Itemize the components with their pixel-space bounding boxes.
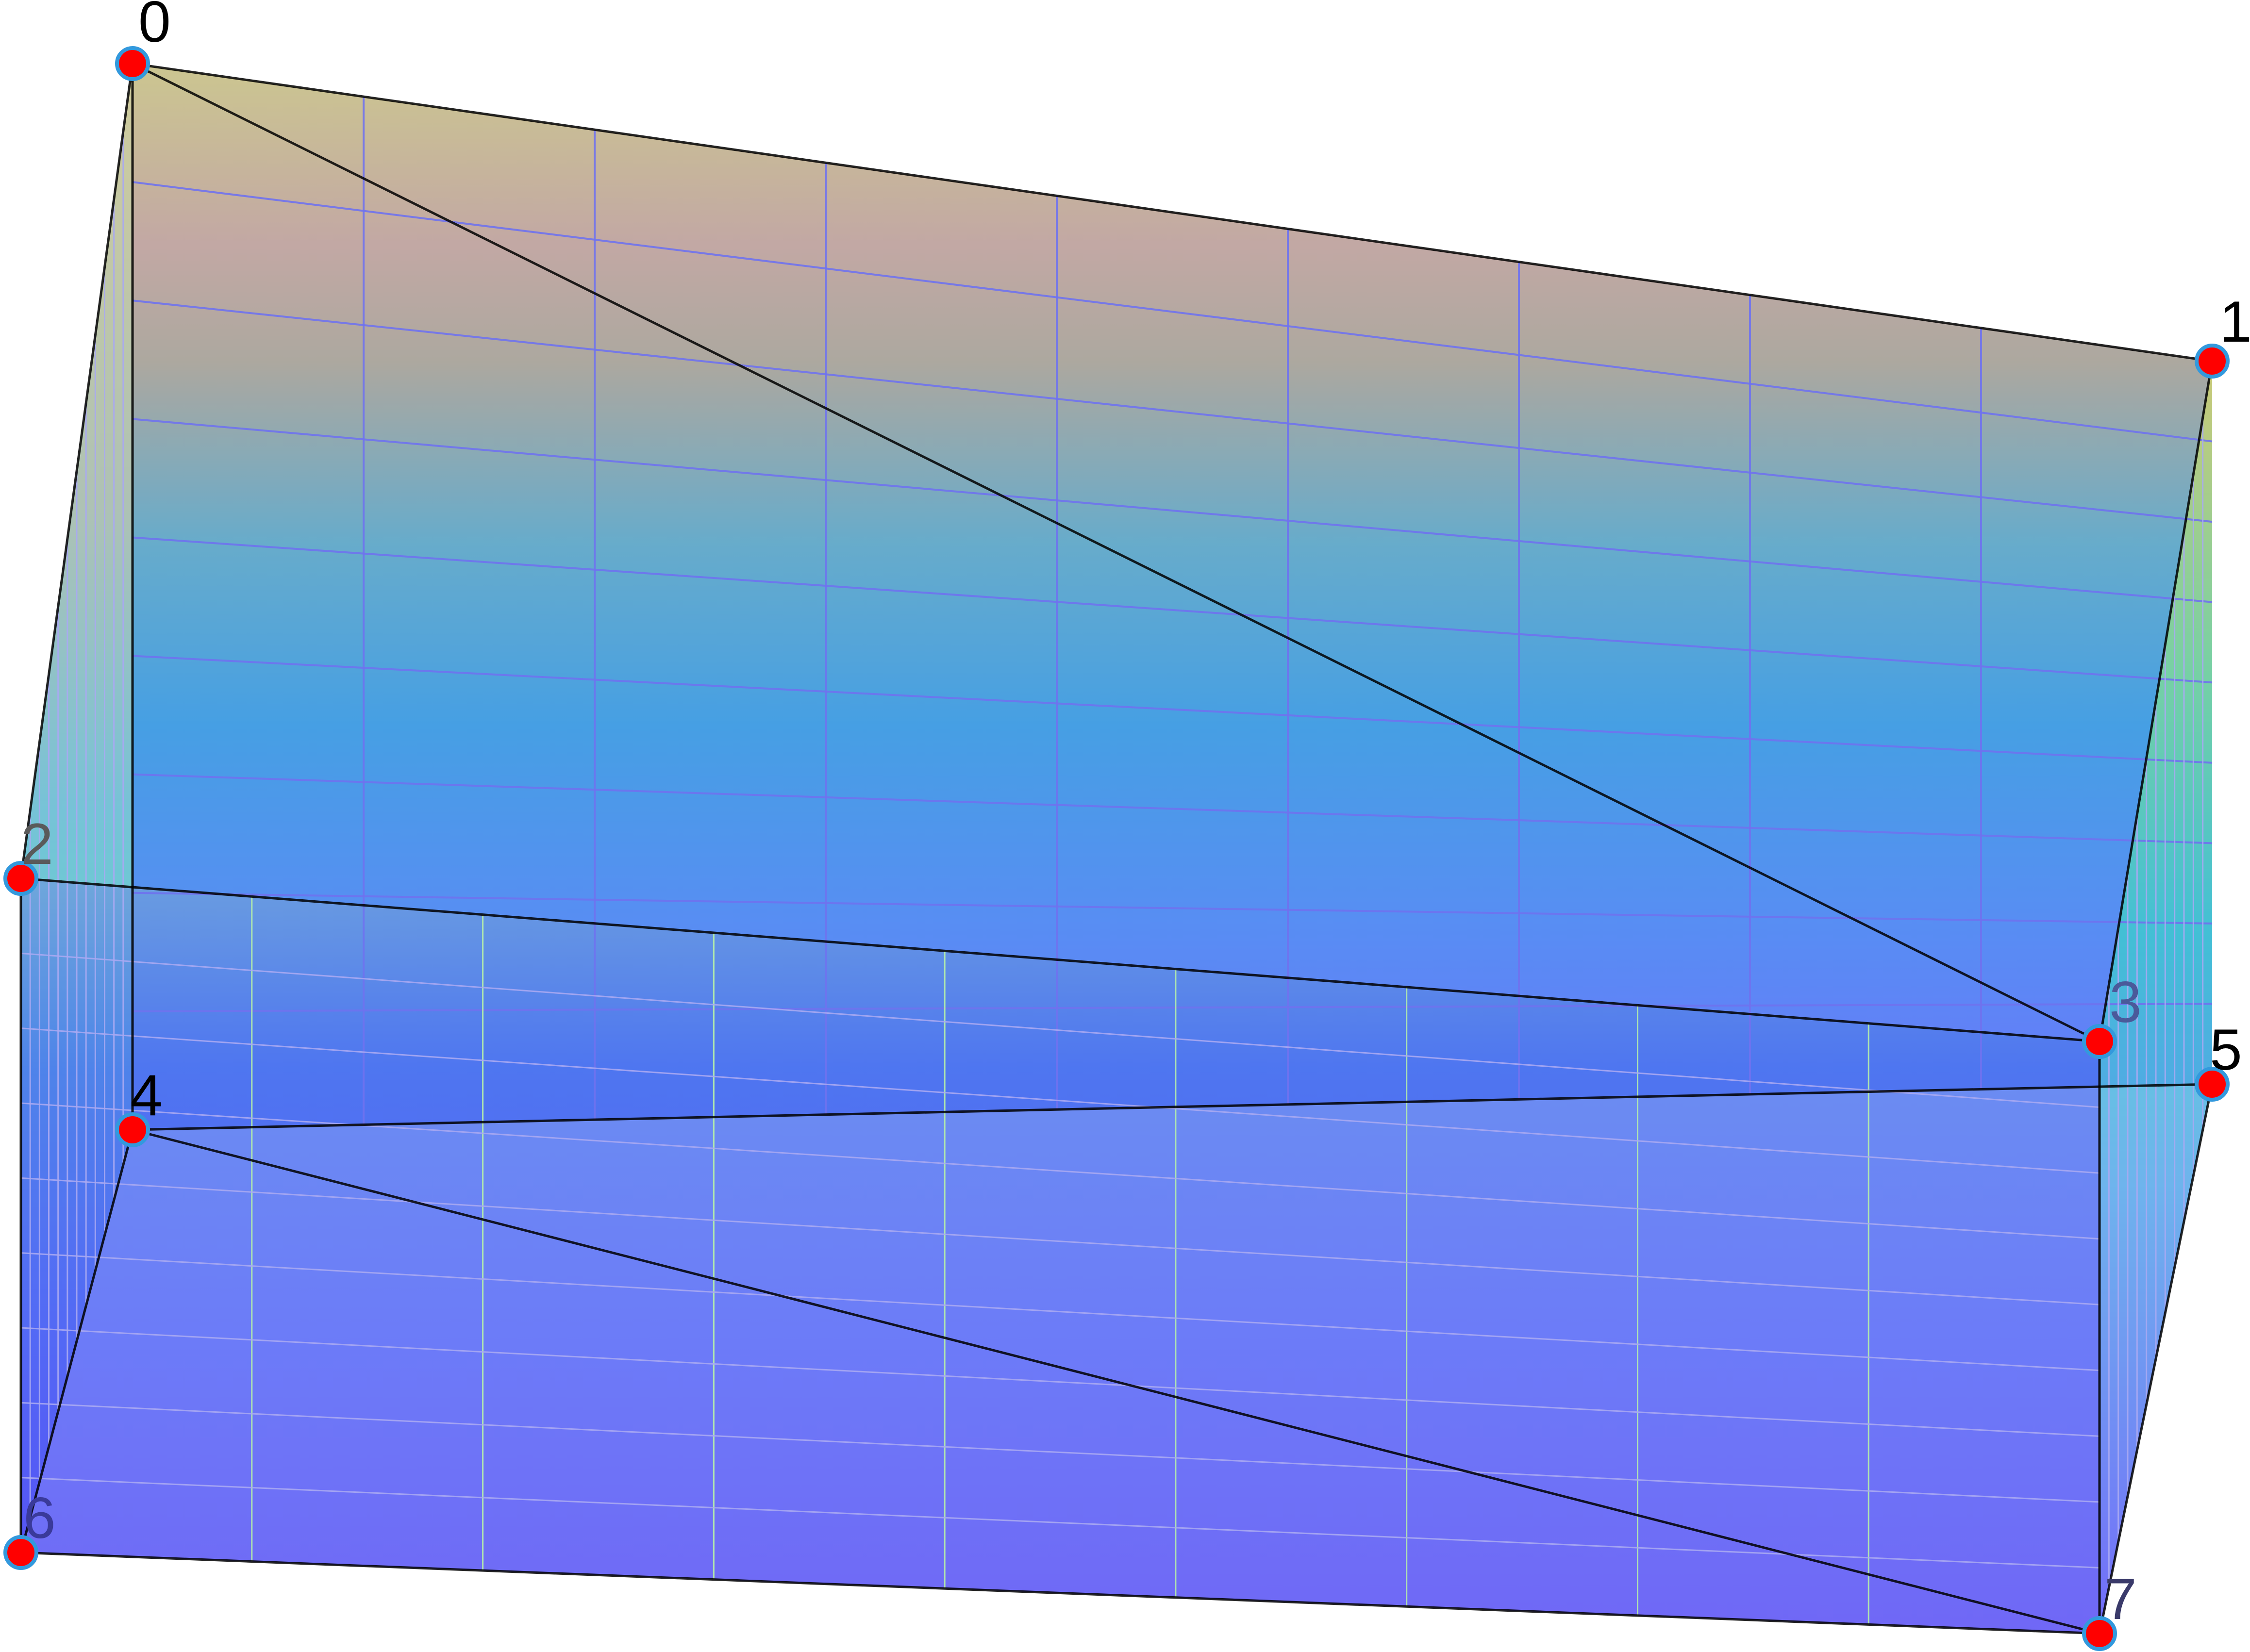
back-grid-line bbox=[132, 892, 2213, 925]
vertex-4-label: 4 bbox=[130, 1063, 163, 1128]
face-back bbox=[133, 64, 2212, 1130]
edge-0-3 bbox=[132, 62, 2100, 1043]
face-front bbox=[21, 878, 2100, 1634]
edge-4-6 bbox=[19, 1129, 134, 1553]
edge-4-7 bbox=[132, 1128, 2100, 1635]
edge-5-7 bbox=[2098, 1084, 2214, 1634]
edge-6-7 bbox=[20, 1551, 2100, 1635]
front-grid-line bbox=[20, 1477, 2100, 1569]
vertex-3-dot bbox=[2082, 1024, 2117, 1059]
vertex-2-label: 2 bbox=[21, 811, 53, 876]
vertex-4-dot bbox=[115, 1112, 150, 1147]
front-grid-line bbox=[20, 1252, 2100, 1371]
edge-0-2 bbox=[19, 63, 134, 879]
vertex-1-dot bbox=[2195, 344, 2230, 379]
back-grid-line bbox=[132, 536, 2213, 684]
vertex-7-label: 7 bbox=[2104, 1567, 2137, 1632]
edge-4-5 bbox=[132, 1083, 2213, 1131]
edge-0-1 bbox=[132, 62, 2213, 363]
edge-2-3 bbox=[20, 877, 2100, 1043]
cuboid-edges bbox=[19, 62, 2214, 1635]
back-grid-line bbox=[132, 418, 2213, 603]
front-grid-line bbox=[20, 952, 2100, 1108]
front-grid-line bbox=[20, 1027, 2100, 1174]
front-grid-line bbox=[20, 1177, 2100, 1305]
cuboid-vertices: 0 1 2 3 4 5 6 7 bbox=[3, 0, 2250, 1651]
back-grid-line bbox=[132, 299, 2213, 523]
vertex-0-dot bbox=[115, 46, 150, 81]
back-grid-line bbox=[132, 181, 2213, 443]
edge-1-3 bbox=[2098, 361, 2214, 1042]
vertex-5-dot bbox=[2195, 1067, 2230, 1102]
surface-grid bbox=[20, 97, 2213, 1625]
vertex-6-dot bbox=[3, 1535, 38, 1570]
vertex-0-label: 0 bbox=[138, 0, 171, 54]
vertex-2-dot bbox=[3, 861, 38, 896]
vertex-6-label: 6 bbox=[23, 1486, 56, 1551]
back-grid-line bbox=[132, 1003, 2213, 1012]
back-grid-line bbox=[132, 655, 2213, 764]
vertex-1-label: 1 bbox=[2219, 289, 2250, 354]
front-grid-line bbox=[20, 1402, 2100, 1503]
back-grid-line bbox=[132, 773, 2213, 844]
vertex-3-label: 3 bbox=[2109, 970, 2142, 1035]
vertex-7-dot bbox=[2082, 1616, 2117, 1651]
cuboid-faces bbox=[21, 64, 2212, 1634]
vertex-5-label: 5 bbox=[2210, 1017, 2242, 1082]
front-grid-line bbox=[20, 1327, 2100, 1437]
